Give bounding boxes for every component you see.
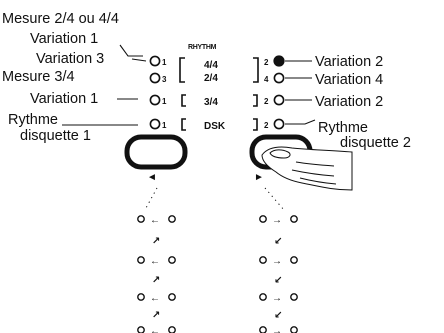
led-mesure-3-4-variation-1 bbox=[149, 94, 161, 106]
seq-left-dot bbox=[168, 215, 176, 223]
arrow-right-icon: → bbox=[272, 256, 282, 267]
label-rythme-left: Rythme bbox=[8, 112, 58, 128]
led-num-2-a: 2 bbox=[264, 58, 269, 67]
led-variation-1 bbox=[149, 55, 161, 67]
seq-left-dot bbox=[168, 326, 176, 333]
bracket-right-row4 bbox=[253, 118, 258, 131]
led-num-3: 3 bbox=[162, 75, 167, 84]
seq-right-dot bbox=[259, 293, 267, 301]
led-num-2-b: 2 bbox=[264, 97, 269, 106]
led-variation-2-bottom bbox=[273, 94, 285, 106]
seq-right-dot bbox=[290, 215, 298, 223]
label-variation-2-bottom: Variation 2 bbox=[315, 94, 383, 110]
seq-left-dot bbox=[168, 293, 176, 301]
label-variation-1-top: Variation 1 bbox=[30, 31, 98, 47]
led-num-1-b: 1 bbox=[162, 97, 167, 106]
leader-variation-3 bbox=[131, 58, 147, 62]
seq-left-dot bbox=[137, 215, 145, 223]
bracket-right-row3 bbox=[253, 94, 258, 107]
label-mesure-3-4: Mesure 3/4 bbox=[2, 69, 75, 85]
arrow-left-icon: ← bbox=[150, 293, 160, 304]
seq-left-dot bbox=[168, 256, 176, 264]
arrow-left-icon: ← bbox=[150, 256, 160, 267]
led-num-1-c: 1 bbox=[162, 121, 167, 130]
seq-right-dot bbox=[259, 215, 267, 223]
led-rythme-disquette-2 bbox=[273, 118, 285, 130]
meter-dsk: DSK bbox=[204, 121, 226, 132]
seq-right-dot bbox=[290, 293, 298, 301]
left-arrow-icon: ◄ bbox=[147, 172, 157, 183]
guide-right bbox=[264, 187, 285, 211]
led-rythme-disquette-1 bbox=[149, 118, 161, 130]
seq-left-dot bbox=[137, 256, 145, 264]
arrow-left-icon: ← bbox=[150, 215, 160, 226]
led-num-4: 4 bbox=[264, 75, 269, 84]
seq-left-dot bbox=[137, 293, 145, 301]
arrow-diagonal-icon: ↗ bbox=[152, 310, 160, 321]
label-disquette-1: disquette 1 bbox=[20, 128, 91, 144]
arrow-diagonal-icon: ↙ bbox=[274, 310, 282, 321]
arrow-diagonal-icon: ↗ bbox=[152, 236, 160, 247]
label-variation-1-bottom: Variation 1 bbox=[30, 91, 98, 107]
arrow-left-icon: ← bbox=[150, 326, 160, 333]
label-mesure-2-4-ou-4-4: Mesure 2/4 ou 4/4 bbox=[2, 11, 119, 27]
led-variation-3 bbox=[149, 72, 161, 84]
leader-variation-1-top bbox=[119, 44, 143, 57]
right-arrow-icon: ► bbox=[254, 172, 264, 183]
seq-right-dot bbox=[259, 326, 267, 333]
seq-right-dot bbox=[290, 256, 298, 264]
label-disquette-2: disquette 2 bbox=[340, 135, 411, 151]
meter-3-4: 3/4 bbox=[204, 97, 218, 108]
led-variation-2-top-lit bbox=[273, 55, 285, 67]
led-variation-4 bbox=[273, 72, 285, 84]
right-sequence: → ↙ → ↙ → ↙ → bbox=[259, 215, 298, 333]
arrow-right-icon: → bbox=[272, 293, 282, 304]
bracket-left-row3 bbox=[181, 94, 186, 107]
arrow-right-icon: → bbox=[272, 215, 282, 226]
bracket-left-top bbox=[179, 57, 185, 83]
bracket-left-row4 bbox=[181, 118, 186, 131]
arrow-diagonal-icon: ↙ bbox=[274, 236, 282, 247]
led-num-2-c: 2 bbox=[264, 121, 269, 130]
seq-left-dot bbox=[137, 326, 145, 333]
left-sequence: ← ↗ ← ↗ ← ↗ ← bbox=[137, 215, 176, 333]
seq-right-dot bbox=[259, 256, 267, 264]
led-num-1-a: 1 bbox=[162, 58, 167, 67]
label-variation-3: Variation 3 bbox=[36, 51, 104, 67]
guide-left bbox=[145, 187, 158, 209]
rhythm-left-button[interactable] bbox=[124, 134, 188, 170]
bracket-right-top bbox=[253, 57, 259, 83]
meter-4-4: 4/4 bbox=[204, 60, 218, 71]
arrow-right-icon: → bbox=[272, 326, 282, 333]
leader-rythme-right bbox=[285, 119, 316, 125]
rhythm-title: RHYTHM bbox=[188, 44, 217, 51]
label-variation-4: Variation 4 bbox=[315, 72, 383, 88]
arrow-diagonal-icon: ↙ bbox=[274, 275, 282, 286]
meter-2-4: 2/4 bbox=[204, 73, 218, 84]
label-rythme-right: Rythme bbox=[318, 120, 368, 136]
arrow-diagonal-icon: ↗ bbox=[152, 275, 160, 286]
label-variation-2-top: Variation 2 bbox=[315, 54, 383, 70]
hand-icon bbox=[261, 146, 353, 191]
seq-right-dot bbox=[290, 326, 298, 333]
